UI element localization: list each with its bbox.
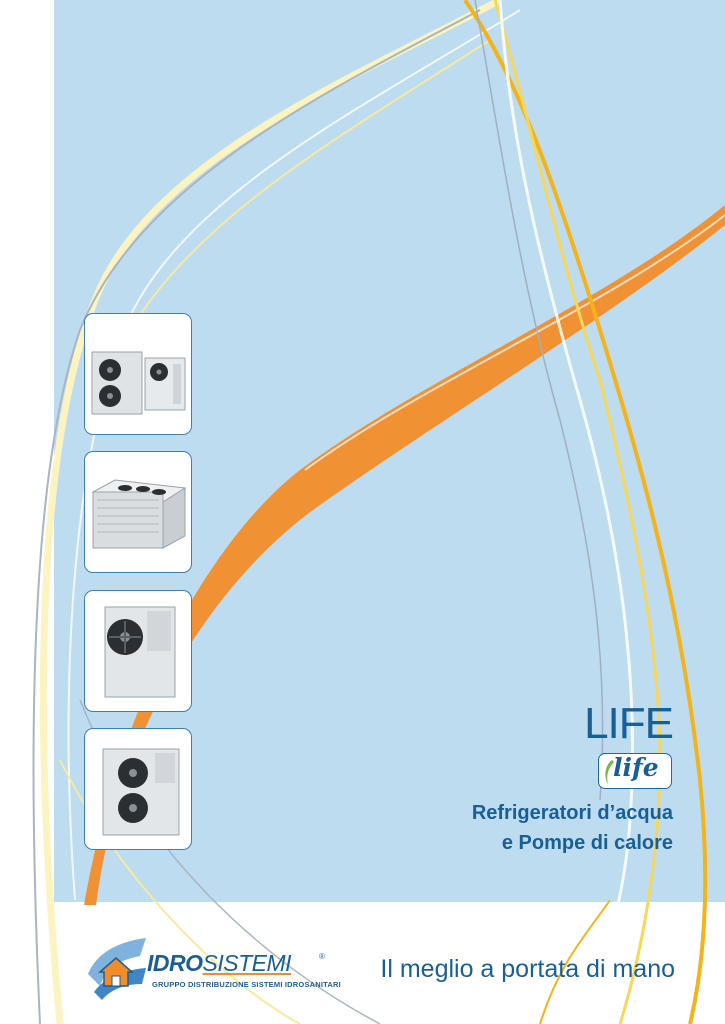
product-thumbnail-3 <box>84 590 192 712</box>
subtitle-line-2: e Pompe di calore <box>501 832 673 854</box>
brand-name: IDROSISTEMI <box>147 950 292 977</box>
company-logo: IDROSISTEMI ® GRUPPO DISTRIBUZIONE SISTE… <box>86 934 341 1000</box>
brand-tagline: GRUPPO DISTRIBUZIONE SISTEMI IDROSANITAR… <box>152 980 341 989</box>
product-title: LIFE <box>584 699 674 748</box>
brand-slogan: Il meglio a portata di mano <box>380 955 675 983</box>
double-fan-unit-image <box>102 748 180 836</box>
product-thumbnail-4 <box>84 728 192 850</box>
leaf-icon <box>605 760 614 784</box>
product-thumbnail-2 <box>84 451 192 573</box>
single-fan-unit-image <box>104 606 176 698</box>
house-logo-icon <box>88 938 146 1000</box>
brand-name-part1: IDRO <box>147 950 203 976</box>
product-subtitle: Refrigeratori d’acqua e Pompe di calore <box>472 798 673 858</box>
badge-label: life <box>613 753 659 782</box>
chiller-unit-image <box>91 479 187 549</box>
life-badge: life <box>598 753 672 789</box>
brand-name-part2: SISTEMI <box>202 950 292 976</box>
heat-pump-pair-image <box>91 351 186 415</box>
subtitle-line-1: Refrigeratori d’acqua <box>471 802 673 824</box>
registered-mark: ® <box>319 952 325 961</box>
product-thumbnail-1 <box>84 313 192 435</box>
